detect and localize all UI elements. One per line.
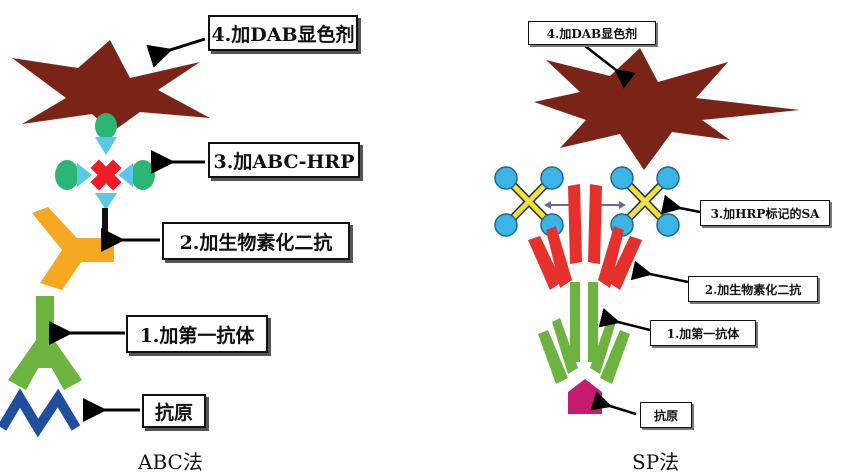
abc-secondary-antibody: [32, 207, 114, 290]
sp-primary-antibody: [538, 282, 630, 384]
abc-label-abc-hrp: 3.加ABC-HRP: [208, 142, 360, 178]
abc-label-secondary: 2.加生物素化二抗: [162, 222, 350, 260]
sp-antigen: [568, 379, 602, 414]
sp-arrow-antigen: [590, 391, 637, 416]
sp-biotin-link-left-tip: [544, 201, 551, 209]
sp-biotin-link-right-tip: [619, 201, 626, 209]
abc-biotin-left: [55, 160, 79, 190]
abc-label-dab: 4.加DAB显色剂: [208, 15, 358, 51]
sp-arrow-primary: [598, 308, 651, 332]
sp-caption: SP法: [632, 450, 680, 474]
abc-avidin-center: [90, 159, 122, 191]
sp-label-primary: 1.加第一抗体: [650, 320, 756, 346]
abc-arrow-dab: [146, 37, 206, 68]
abc-biotin-right: [131, 160, 155, 190]
sp-label-dab: 4.加DAB显色剂: [528, 21, 656, 45]
abc-triangle-top: [95, 137, 117, 155]
sp-secondary-antibody: [528, 184, 642, 290]
sp-label-secondary: 2.加生物素化二抗: [688, 276, 818, 302]
sp-arrow-dab: [579, 41, 636, 89]
sp-label-antigen: 抗原: [640, 402, 692, 428]
sp-arrow-hrp-sa: [660, 194, 701, 215]
sp-arrow-secondary: [630, 260, 689, 284]
abc-biotin-top: [95, 113, 117, 139]
abc-triangle-bottom: [95, 193, 117, 210]
sp-label-hrp-sa: 3.加HRP标记的SA: [700, 200, 830, 226]
abc-label-primary: 1.加第一抗体: [126, 315, 268, 353]
sp-sa-left: [494, 166, 564, 237]
abc-label-antigen: 抗原: [142, 394, 206, 428]
abc-triangle-left: [77, 163, 92, 187]
sp-dab-burst: [534, 48, 800, 170]
abc-triangle-right: [118, 163, 133, 187]
abc-biotin-link: [102, 208, 108, 240]
abc-primary-antibody: [8, 296, 82, 390]
abc-dab-burst: [12, 40, 210, 132]
abc-antigen: [0, 388, 81, 438]
sp-sa-right: [610, 166, 680, 237]
abc-caption: ABC法: [138, 450, 203, 474]
